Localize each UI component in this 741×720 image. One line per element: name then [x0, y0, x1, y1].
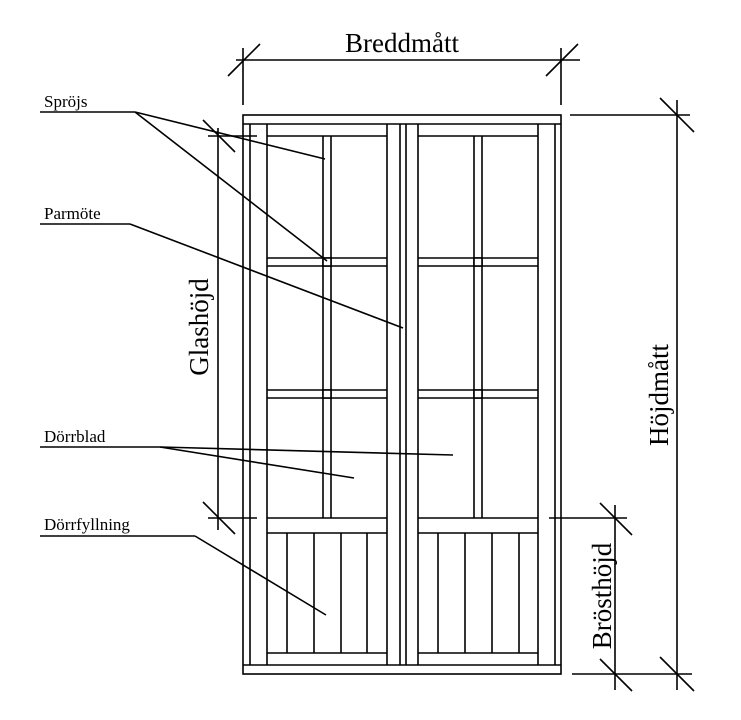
panel-boards-right: [437, 533, 520, 653]
label-dorrfyllning: Dörrfyllning: [44, 515, 130, 534]
width-dimension: Breddmått: [227, 28, 580, 105]
width-dimension-label: Breddmått: [345, 28, 459, 58]
breast-height-dimension: Brösthöjd: [549, 502, 633, 692]
door-leaf-left: [266, 124, 401, 665]
door-leaf-right: [405, 124, 539, 665]
label-dorrblad: Dörrblad: [44, 427, 106, 446]
height-dimension-label: Höjdmått: [644, 344, 674, 446]
glass-height-label: Glashöjd: [184, 278, 214, 376]
leader-dorrblad: Dörrblad: [40, 427, 454, 479]
label-sprojs: Spröjs: [44, 92, 87, 111]
height-dimension: Höjdmått: [570, 97, 695, 692]
leader-parmote: Parmöte: [40, 204, 404, 329]
leader-dorrfyllning: Dörrfyllning: [40, 515, 327, 616]
panel-boards-left: [286, 533, 368, 653]
door-frame: [242, 114, 562, 675]
leader-sprojs: Spröjs: [40, 92, 328, 262]
glass-height-dimension: Glashöjd: [184, 119, 257, 535]
breast-height-label: Brösthöjd: [587, 542, 617, 649]
label-parmote: Parmöte: [44, 204, 101, 223]
